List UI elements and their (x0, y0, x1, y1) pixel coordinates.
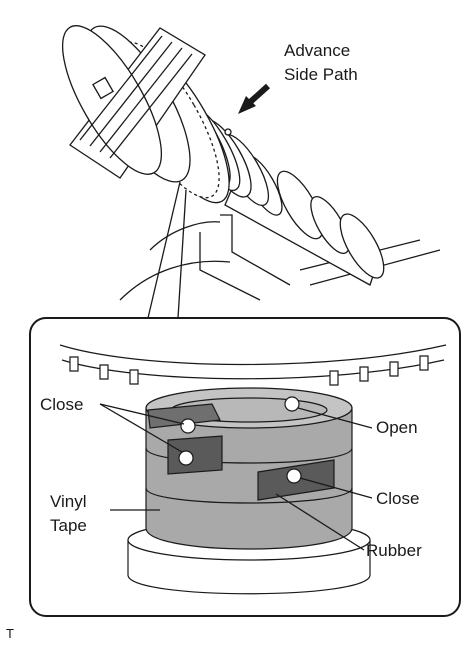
camshaft-assembly (61, 25, 441, 301)
close-left-label: Close (40, 395, 83, 414)
leader-lines (99, 403, 373, 551)
vinyl-label-line2: Tape (50, 516, 87, 535)
callout-lines (147, 181, 187, 319)
advance-arrow (238, 83, 271, 114)
corner-mark: T (6, 626, 14, 641)
open-label: Open (376, 418, 418, 437)
advance-label-line1: Advance (284, 41, 350, 60)
advance-label-line2: Side Path (284, 65, 358, 84)
vinyl-label-line1: Vinyl (50, 492, 87, 511)
close-right-label: Close (376, 489, 419, 508)
detail-illustration (59, 344, 447, 595)
rubber-label: Rubber (366, 541, 422, 560)
